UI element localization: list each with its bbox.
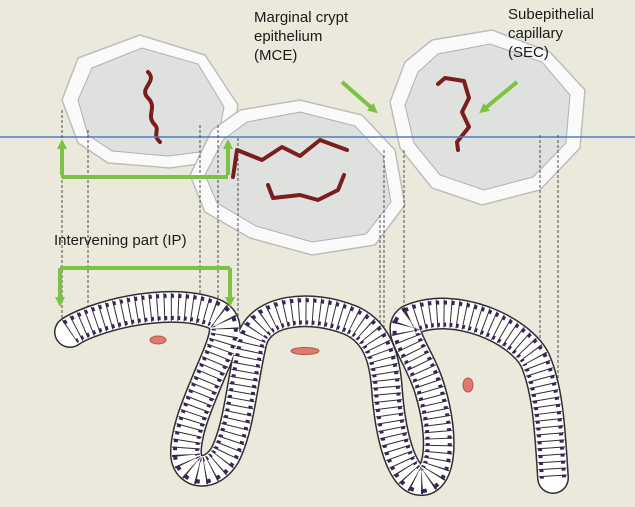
mce-label-line-2: epithelium: [254, 28, 323, 45]
crypt-cross-section: [55, 292, 568, 495]
sec-pointer-arrow: [479, 80, 519, 114]
capillary-cross-sections: [149, 335, 474, 393]
sec-label-line-2: capillary: [508, 25, 564, 42]
ip-label: Intervening part (IP): [54, 232, 187, 249]
capillary-section-left: [149, 335, 167, 345]
mce-label-line-3: (MCE): [254, 47, 298, 64]
capillary-network: [143, 70, 471, 202]
capillary-right: [436, 76, 471, 152]
ip-upper-bracket: [57, 139, 233, 179]
epithelial-cell-borders-inner: [64, 297, 562, 489]
capillary-section-right: [462, 377, 474, 393]
sec-label-line-3: (SEC): [508, 44, 549, 61]
capillary-center-upper: [231, 138, 349, 179]
mce-pointer-arrow: [340, 80, 378, 114]
sec-label-line-1: Subepithelial: [508, 6, 594, 23]
ip-lower-bracket: [55, 266, 235, 307]
mce-label-line-1: Marginal crypt: [254, 9, 349, 26]
sec-label: Subepithelial capillary (SEC): [508, 5, 594, 62]
capillary-left: [143, 70, 162, 144]
crypt-opening-center: [189, 99, 406, 256]
crypt-opening-right: [389, 29, 586, 206]
capillary-center-lower: [266, 173, 346, 202]
mce-label: Marginal crypt epithelium (MCE): [254, 8, 348, 65]
capillary-section-center: [290, 347, 320, 355]
